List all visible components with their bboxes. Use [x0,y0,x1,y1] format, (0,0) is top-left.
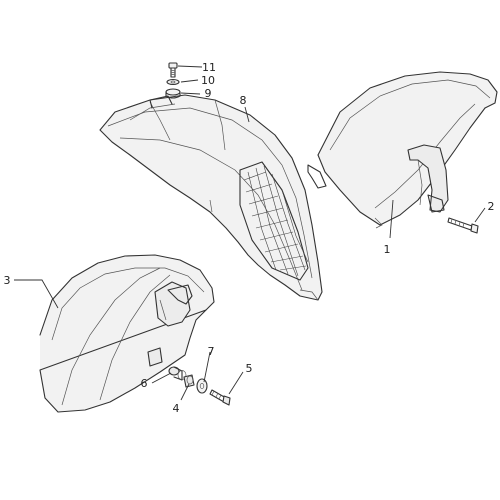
callout-4: 4 [173,402,180,415]
callout-9: 9 [205,87,212,100]
part-1-rear-mudguard [307,71,498,229]
part-4-spacer [183,374,195,388]
callout-2: 2 [488,200,495,213]
part-2-bolt [447,217,479,234]
part-5-bolt [209,389,231,406]
callout-11: 11 [202,61,216,74]
part-3-front-mudguard [39,254,215,413]
part-7-washer [196,378,208,394]
part-8-front-cover [99,94,323,301]
callout-7: 7 [208,345,215,358]
callout-1: 1 [384,243,391,256]
callout-6: 6 [141,377,148,390]
callout-8: 8 [240,94,247,107]
callout-leaders [14,65,486,401]
part-6-bushing [168,366,187,381]
part-10-washer [166,78,180,86]
part-11-screw [168,62,178,78]
part-9-grommet [165,88,181,99]
callout-3: 3 [4,274,11,287]
callout-10: 10 [201,74,215,87]
callout-5: 5 [246,362,253,375]
